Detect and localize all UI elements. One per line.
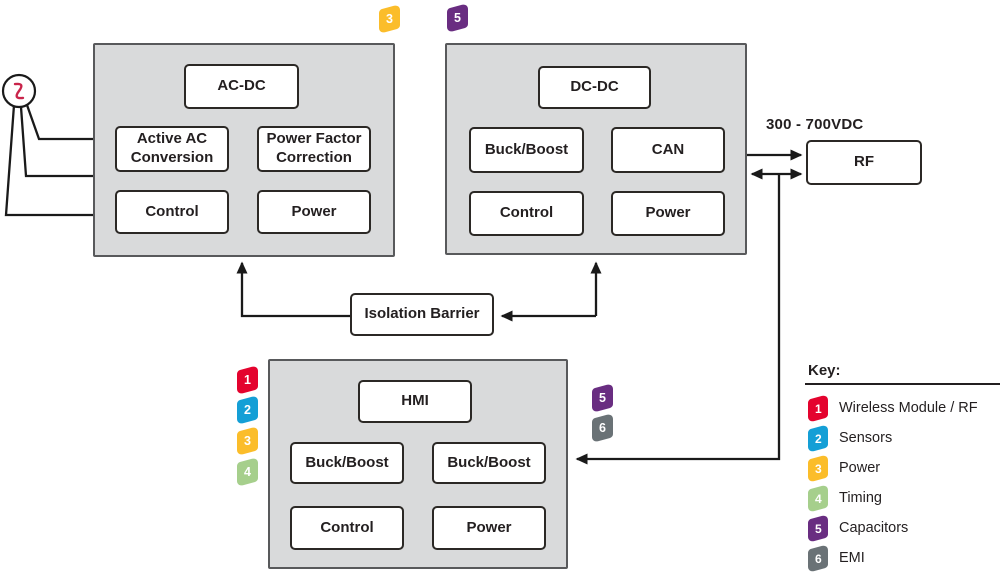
key-item-power: 3 Power xyxy=(805,453,1000,483)
hmi-block: HMI Buck/Boost Buck/Boost Control Power xyxy=(268,359,568,569)
key-item-wireless: 1 Wireless Module / RF xyxy=(805,393,1000,423)
dcdc-block: DC-DC Buck/Boost CAN Control Power xyxy=(445,43,747,255)
acdc-title-box: AC-DC xyxy=(184,64,299,109)
key-item-emi: 6 EMI xyxy=(805,543,1000,573)
hmi-capacitors-badge: 5 xyxy=(592,383,613,413)
ac-phase-line xyxy=(25,104,93,141)
hmi-title-box: HMI xyxy=(358,380,472,423)
key-title: Key: xyxy=(808,362,841,379)
ac-phase-line xyxy=(4,104,93,217)
acdc-block: AC-DC Active AC Conversion Power Factor … xyxy=(93,43,395,257)
acdc-power-badge: 3 xyxy=(379,4,400,34)
sensors-badge-icon: 2 xyxy=(808,423,828,453)
hmi-sensors-badge: 2 xyxy=(237,395,258,425)
power-badge-icon: 3 xyxy=(808,453,828,483)
acdc-power-factor-correction-box: Power Factor Correction xyxy=(257,126,371,172)
acdc-control-box: Control xyxy=(115,190,229,234)
hmi-wireless-badge: 1 xyxy=(237,365,258,395)
timing-badge-icon: 4 xyxy=(808,483,828,513)
dcdc-control-box: Control xyxy=(469,191,584,236)
emi-badge-icon: 6 xyxy=(808,543,828,573)
acdc-active-ac-conversion-box: Active AC Conversion xyxy=(115,126,229,172)
key-legend: Key: 1 Wireless Module / RF 2 Sensors 3 … xyxy=(805,362,1000,573)
dcdc-can-box: CAN xyxy=(611,127,725,173)
hmi-buck-boost-right-box: Buck/Boost xyxy=(432,442,546,484)
hmi-power-badge: 3 xyxy=(237,426,258,456)
hmi-buck-boost-left-box: Buck/Boost xyxy=(290,442,404,484)
isolation-barrier-box: Isolation Barrier xyxy=(350,293,494,336)
dcdc-power-box: Power xyxy=(611,191,725,236)
capacitors-badge-icon: 5 xyxy=(808,513,828,543)
key-item-timing: 4 Timing xyxy=(805,483,1000,513)
barrier-to-acdc-arrow xyxy=(236,261,350,318)
ac-phase-line xyxy=(19,106,93,178)
hmi-power-box: Power xyxy=(432,506,546,550)
key-item-sensors: 2 Sensors xyxy=(805,423,1000,453)
dcdc-capacitors-badge: 5 xyxy=(447,3,468,33)
hmi-control-box: Control xyxy=(290,506,404,550)
dcdc-buck-boost-box: Buck/Boost xyxy=(469,127,584,173)
acdc-power-box: Power xyxy=(257,190,371,234)
dcdc-title-box: DC-DC xyxy=(538,66,651,109)
key-items: 1 Wireless Module / RF 2 Sensors 3 Power… xyxy=(805,393,1000,573)
dc-bus-voltage-label: 300 - 700VDC xyxy=(766,116,864,133)
hmi-emi-badge: 6 xyxy=(592,413,613,443)
rf-box: RF xyxy=(806,140,922,185)
hmi-timing-badge: 4 xyxy=(237,457,258,487)
wireless-badge-icon: 1 xyxy=(808,393,828,423)
key-divider xyxy=(805,383,1000,385)
ac-source-icon xyxy=(1,73,37,109)
key-item-capacitors: 5 Capacitors xyxy=(805,513,1000,543)
